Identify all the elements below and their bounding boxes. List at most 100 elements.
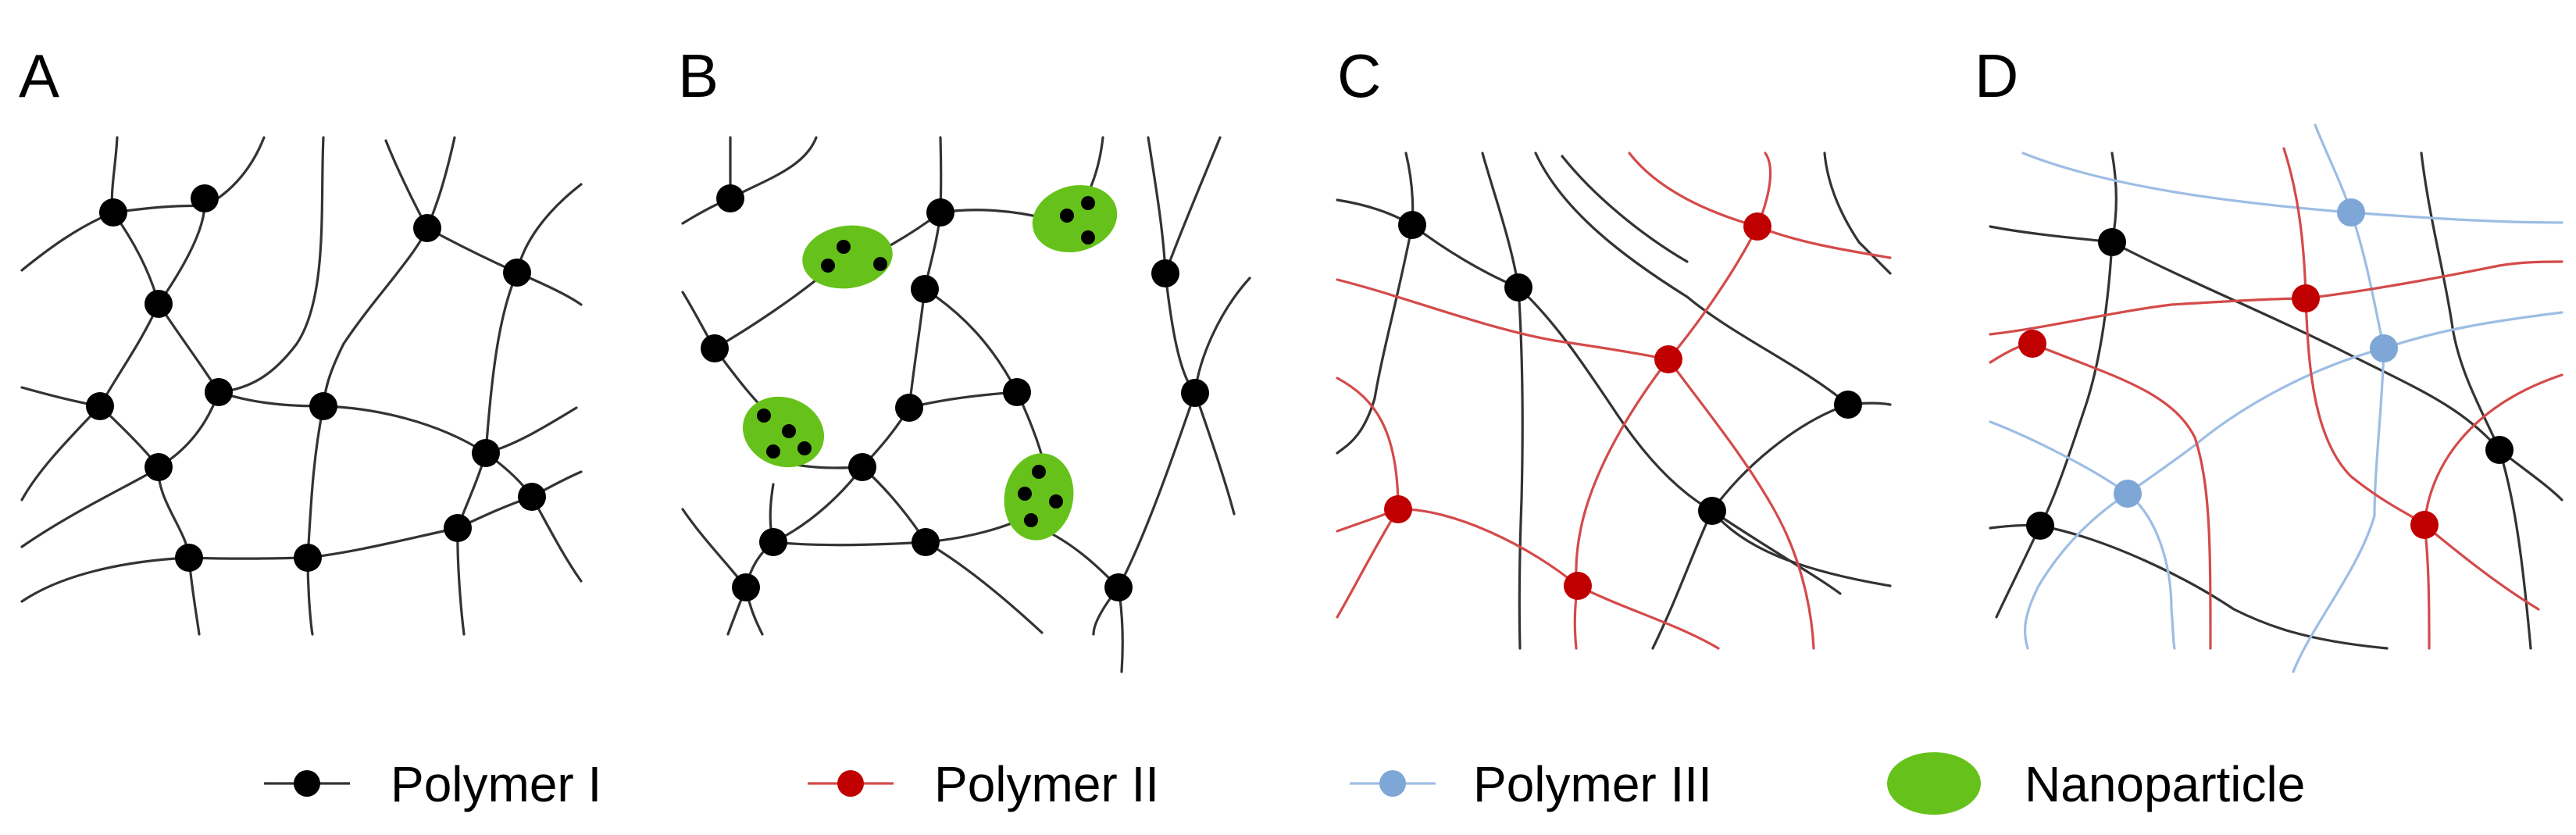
polymer-i-crosslink (848, 453, 876, 481)
polymer-ii-chain (2423, 373, 2564, 526)
nanoparticle-binding-site (1060, 209, 1074, 223)
polymer-i-chain (306, 405, 325, 636)
legend-item-nanoparticle: Nanoparticle (1887, 752, 2305, 815)
legend-label-polymer-iii: Polymer III (1473, 756, 1712, 812)
nanoparticle-binding-site (1032, 465, 1046, 479)
polymer-ii-crosslink (1564, 572, 1592, 600)
polymer-i-chain (426, 227, 583, 306)
polymer-i-crosslink (701, 334, 729, 362)
nanoparticle-binding-site (821, 259, 835, 273)
polymer-ii-chain (1336, 508, 1720, 650)
polymer-i-crosslink (144, 290, 173, 318)
polymer-iii-chain (2382, 311, 2564, 350)
polymer-i-chain (1481, 152, 1524, 650)
polymer-i-chain (1534, 152, 1850, 406)
polymer-i-crosslink (926, 198, 954, 227)
nanoparticle-binding-site (1049, 494, 1063, 508)
nanoparticle (802, 225, 893, 289)
legend-marker-nanoparticle (1887, 752, 1981, 815)
polymer-i-chain (1823, 152, 1892, 275)
polymer-i-crosslink (911, 275, 939, 303)
panel-label-b: B (678, 41, 719, 110)
polymer-iii-chain (2021, 152, 2564, 224)
legend-item-polymer-i: Polymer I (264, 756, 601, 812)
nanoparticle-binding-site (837, 240, 851, 254)
panel-d-network (1989, 123, 2564, 673)
nanoparticle-binding-site (782, 424, 796, 438)
polymer-ii-chain (2031, 342, 2212, 650)
polymer-i-chain (1995, 152, 2118, 619)
panel-label-d: D (1975, 41, 2018, 110)
polymer-i-crosslink (191, 184, 219, 212)
polymer-i-chain (20, 136, 266, 272)
polymer-i-crosslink (1181, 379, 1209, 407)
polymer-i-crosslink (413, 214, 441, 242)
legend-marker-polymer-i (294, 770, 320, 797)
polymer-i-crosslink (472, 439, 500, 467)
polymer-i-chain (865, 209, 1048, 259)
legend-label-polymer-i: Polymer I (391, 756, 601, 812)
polymer-i-crosslink (732, 573, 760, 601)
polymer-i-chain (322, 139, 429, 408)
polymer-i-crosslink (518, 483, 546, 511)
polymer-iii-chain (2292, 123, 2385, 673)
polymer-i-crosslink (309, 392, 337, 420)
legend: Polymer I Polymer II Polymer III Nanopar… (264, 752, 2305, 815)
polymer-ii-chain (1628, 152, 1892, 259)
polymer-i-chain (1092, 277, 1251, 636)
polymer-i-crosslink (1504, 273, 1532, 302)
polymer-i-chain (681, 269, 830, 350)
nanoparticle (1032, 185, 1118, 252)
legend-label-nanoparticle: Nanoparticle (2025, 756, 2305, 812)
polymer-ii-chain (2282, 147, 2431, 650)
polymer-ii-crosslink (2292, 284, 2320, 312)
polymer-i-chain (1336, 152, 1415, 455)
polymer-i-chain (681, 136, 818, 225)
nanoparticle-binding-site (873, 257, 887, 271)
polymer-i-chain (1336, 198, 1842, 595)
polymer-i-crosslink (444, 514, 472, 542)
nanoparticle-binding-site (797, 441, 812, 455)
polymer-i-crosslink (1104, 573, 1133, 601)
nanoparticle-binding-site (766, 444, 780, 459)
panel-label-c: C (1337, 41, 1381, 110)
panel-b-network (681, 136, 1251, 673)
polymer-iii-chain (1989, 420, 2176, 650)
polymer-i-chain (1164, 136, 1222, 275)
nanoparticle-binding-site (1024, 513, 1038, 527)
polymer-i-chain (1651, 509, 1714, 650)
polymer-i-crosslink (2026, 512, 2054, 540)
polymer-ii-crosslink (2018, 330, 2046, 358)
polymer-i-chain (20, 466, 160, 548)
polymer-i-chain (456, 183, 583, 636)
polymer-iii-crosslink (2114, 480, 2142, 508)
polymer-i-crosslink (503, 259, 531, 287)
polymer-ii-chain (1573, 358, 1670, 650)
polymer-i-chain (1989, 225, 2564, 501)
polymer-iii-crosslink (2370, 334, 2398, 362)
polymer-ii-chain (1336, 376, 1400, 619)
panel-c-network (1336, 152, 1892, 650)
polymer-i-crosslink (759, 528, 787, 556)
polymer-ii-crosslink (1384, 495, 1412, 523)
polymer-i-chain (1045, 530, 1124, 673)
polymer-ii-chain (1667, 358, 1815, 650)
nanoparticle-binding-site (1081, 196, 1095, 210)
legend-label-polymer-ii: Polymer II (934, 756, 1159, 812)
polymer-i-crosslink (144, 453, 173, 481)
polymer-i-chain (769, 483, 1044, 634)
polymer-i-crosslink (175, 544, 203, 572)
polymer-i-crosslink (895, 394, 923, 422)
nanoparticle-binding-site (757, 409, 771, 423)
polymer-i-chain (1147, 136, 1236, 516)
legend-marker-polymer-ii (837, 770, 864, 797)
polymer-i-chain (908, 391, 1019, 409)
polymer-i-crosslink (294, 544, 322, 572)
polymer-i-crosslink (205, 378, 233, 406)
polymer-ii-crosslink (2410, 511, 2439, 539)
polymer-i-crosslink (1834, 391, 1862, 419)
polymer-i-chain (744, 466, 864, 589)
polymer-i-crosslink (2485, 436, 2514, 464)
polymer-i-chain (780, 459, 1017, 544)
